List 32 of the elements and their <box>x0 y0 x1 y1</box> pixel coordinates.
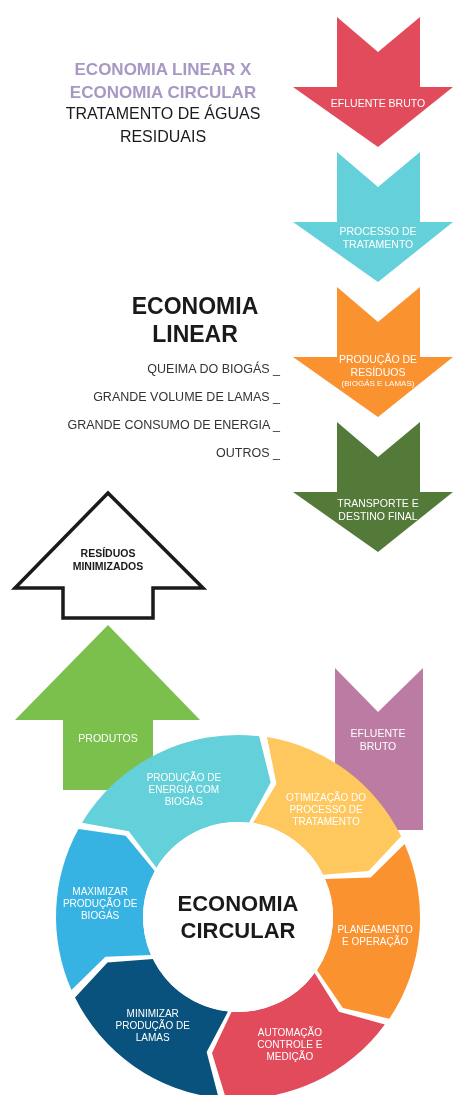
node-sublabel: (BIOGÁS E LAMAS) <box>340 379 416 389</box>
process-step-shape <box>293 422 453 552</box>
node-label: PROCESSO DE TRATAMENTO <box>338 225 418 251</box>
process-step-shape <box>293 287 453 417</box>
node-label: EFLUENTE BRUTO <box>349 727 407 753</box>
section-heading: ECONOMIA LINEAR <box>130 292 260 348</box>
node-label: PRODUTOS <box>77 731 139 745</box>
node-label: EFLUENTE BRUTO <box>329 96 427 110</box>
title: ECONOMIA LINEAR X ECONOMIA CIRCULAR <box>68 59 258 104</box>
ring-segment <box>253 737 402 876</box>
node-label: PRODUÇÃO DE ENERGIA COM BIOGÁS <box>145 771 223 808</box>
node-label: TRANSPORTE E DESTINO FINAL <box>336 497 420 523</box>
subtitle: TRATAMENTO DE ÁGUAS RESIDUAIS <box>64 103 262 147</box>
ring-segment <box>56 829 155 991</box>
process-step-shape <box>293 17 453 147</box>
list-item: GRANDE CONSUMO DE ENERGIA _ <box>67 418 280 432</box>
list-item: OUTROS _ <box>216 446 280 460</box>
node-label: RESÍDUOS MINIMIZADOS <box>71 547 145 573</box>
node-label: PRODUÇÃO DE RESÍDUOS <box>337 353 419 379</box>
node-label: MINIMIZAR PRODUÇÃO DE LAMAS <box>114 1008 191 1045</box>
node-label: PLANEAMENTO E OPERAÇÃO <box>336 924 414 949</box>
node-label: MAXIMIZAR PRODUÇÃO DE BIOGÁS <box>61 885 139 922</box>
outlined-pointer-block <box>13 491 205 620</box>
ring-segment <box>316 843 420 1019</box>
list-item: QUEIMA DO BIOGÁS _ <box>147 362 280 376</box>
list-item: GRANDE VOLUME DE LAMAS _ <box>93 390 280 404</box>
node-label: AUTOMAÇÃO CONTROLE E MEDIÇÃO <box>256 1027 324 1064</box>
process-step-shape <box>293 152 453 282</box>
ring-segment <box>74 958 228 1095</box>
ring-segment <box>212 973 385 1095</box>
node-label: ECONOMIA CIRCULAR <box>176 890 300 944</box>
node-label: OTIMIZAÇÃO DO PROCESSO DE TRATAMENTO <box>285 792 368 829</box>
